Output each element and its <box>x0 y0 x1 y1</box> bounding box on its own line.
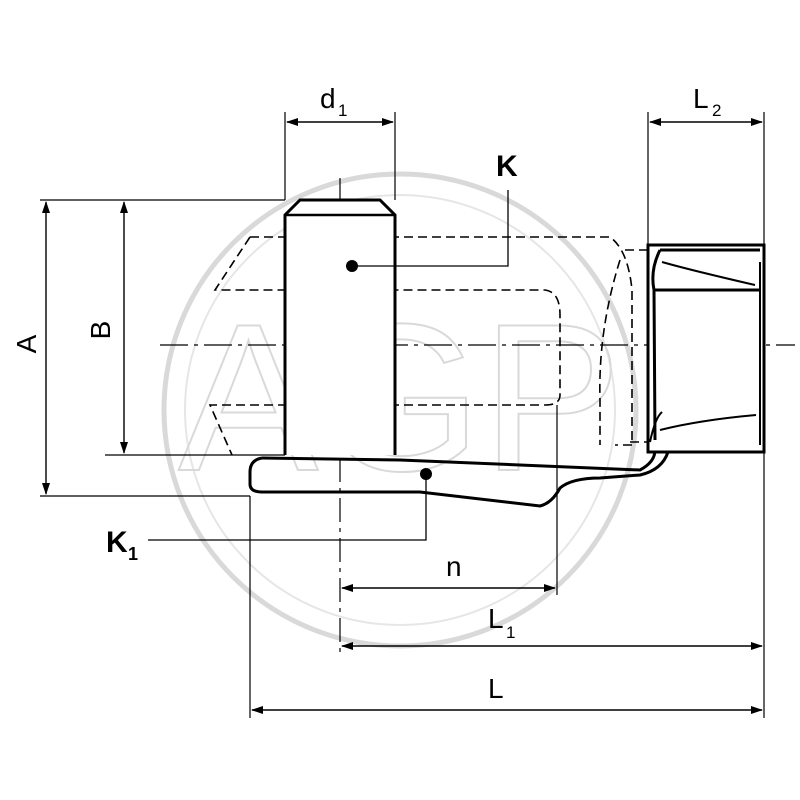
label-k1: K <box>106 526 128 559</box>
leader-k <box>352 190 509 267</box>
stud-pin <box>283 198 397 455</box>
extension-lines <box>40 112 765 718</box>
label-l2-sub: 2 <box>712 101 721 120</box>
dimension-lines <box>42 118 763 714</box>
label-l: L <box>488 673 504 704</box>
label-l2: L <box>693 83 709 114</box>
label-l1: L <box>488 603 504 634</box>
label-n: n <box>446 551 462 582</box>
barrel-sleeve <box>646 243 766 454</box>
label-a: A <box>11 334 42 353</box>
label-b: B <box>85 321 116 340</box>
label-d1: d <box>320 83 336 114</box>
label-k: K <box>496 150 518 183</box>
label-d1-sub: 1 <box>338 101 347 120</box>
watermark-circle-inner <box>184 194 616 626</box>
watermark: AGP <box>161 171 639 649</box>
leader-k1 <box>148 474 427 541</box>
label-k1-sub: 1 <box>128 544 138 564</box>
label-l1-sub: 1 <box>506 623 515 642</box>
watermark-text: AGP <box>178 280 621 515</box>
